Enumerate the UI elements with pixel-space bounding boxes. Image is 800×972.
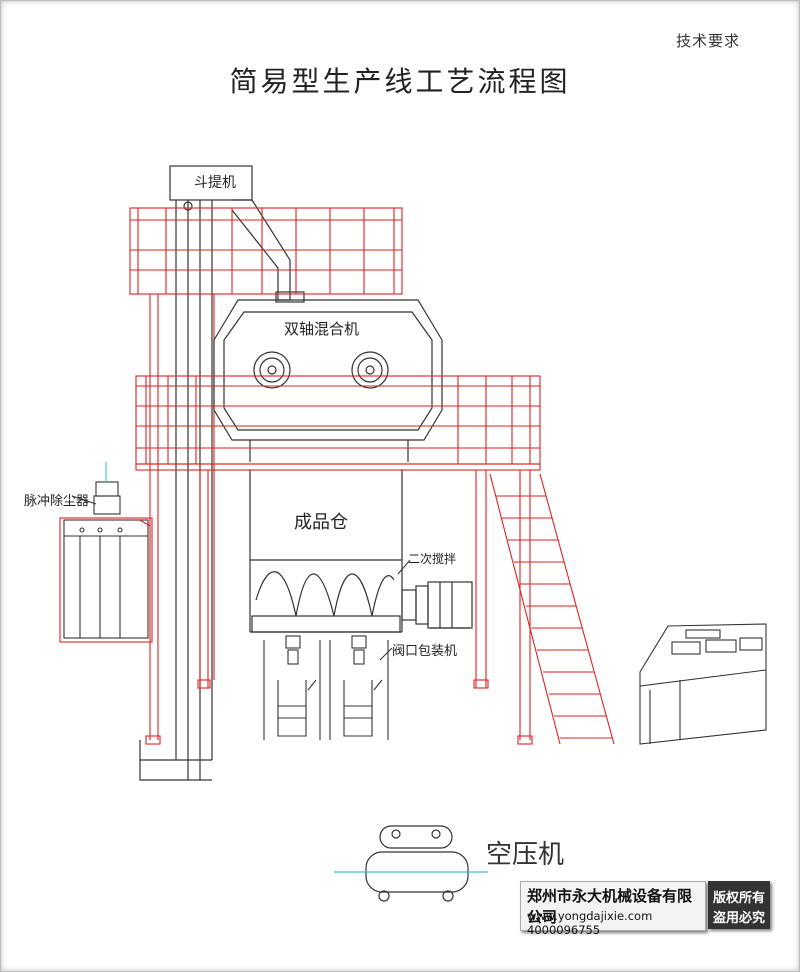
staircase — [489, 473, 615, 745]
diagram-title: 简易型生产线工艺流程图 — [229, 65, 571, 98]
top-note: 技术要求 — [676, 32, 741, 50]
secondary-mixing-label: 二次搅拌 — [408, 552, 457, 566]
label-leaders — [71, 495, 411, 661]
valve-packer-label: 阀口包装机 — [392, 644, 458, 659]
pulse-dust-collector-label: 脉冲除尘器 — [24, 494, 90, 509]
rights-line-1: 版权所有 — [712, 891, 765, 906]
copyright-badge: 版权所有 盗用必究 — [708, 881, 770, 929]
twin-shaft-mixer-label: 双轴混合机 — [284, 320, 360, 338]
valve-packers — [263, 635, 389, 740]
pulse-dust-collector — [63, 462, 151, 639]
bucket-elevator-label: 斗提机 — [194, 175, 236, 191]
air-compressor-label: 空压机 — [486, 840, 565, 870]
rights-line-2: 盗用必究 — [712, 911, 765, 926]
product-silo-label: 成品仓 — [294, 512, 348, 533]
lower-platform — [135, 375, 541, 745]
air-compressor — [334, 825, 488, 902]
upper-platform — [129, 207, 403, 740]
company-name: 郑州市永大机械设备有限公司 — [527, 887, 693, 926]
product-silo — [249, 470, 473, 633]
bucket-elevator — [139, 165, 305, 781]
company-watermark: 郑州市永大机械设备有限公司 www.yongdajixie.com 400009… — [520, 881, 706, 937]
control-cabinet — [639, 623, 767, 745]
twin-shaft-mixer — [213, 299, 443, 462]
website-phone: www.yongdajixie.com 4000096755 — [527, 909, 653, 937]
